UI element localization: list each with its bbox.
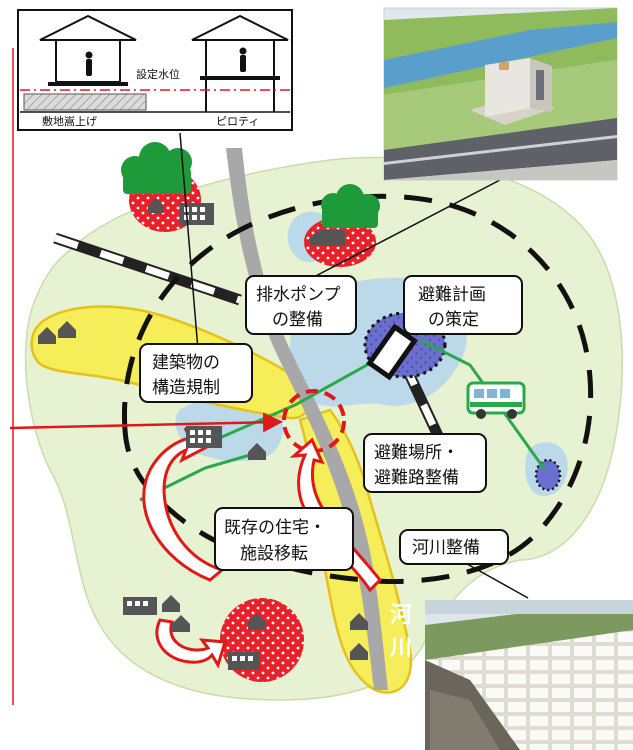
callout-relocation-line1: 既存の住宅・ <box>224 518 326 538</box>
callout-river-works-text: 河川整備 <box>412 538 480 558</box>
callout-building-line1: 建築物の <box>152 353 220 373</box>
tree-cluster-middle <box>321 184 380 228</box>
callout-evac-plan <box>403 275 523 335</box>
callout-shelter-line1: 避難場所・ <box>374 443 459 463</box>
water-level-label: 設定水位 <box>136 67 180 81</box>
callout-evac-plan-line2: の策定 <box>428 310 479 330</box>
pointer-arrow <box>9 412 283 433</box>
callout-pump-line1: 排水ポンプ <box>256 285 341 305</box>
callout-evac-plan-line1: 避難計画 <box>418 285 486 305</box>
callout-shelter-line2: 避難路整備 <box>374 468 459 488</box>
building-icons <box>123 203 345 670</box>
building-structure-inset <box>17 9 293 131</box>
leader-lines <box>179 132 529 599</box>
pump-station-photo <box>383 7 618 181</box>
relocation-arrows <box>142 426 383 669</box>
pump-station-icon <box>366 323 418 381</box>
callout-pump <box>245 275 357 335</box>
river-label-1: 河 <box>390 603 412 628</box>
river-embankment-photo <box>425 600 633 750</box>
bus-icon <box>466 381 526 419</box>
callout-building-line2: 構造規制 <box>152 378 220 398</box>
callout-pump-line2: の整備 <box>272 310 323 330</box>
callout-relocation <box>214 507 354 571</box>
tree-cluster-top <box>121 142 192 194</box>
callout-relocation-line2: 施設移転 <box>240 544 308 564</box>
callout-building <box>139 343 253 403</box>
raised-ground-label: 敷地嵩上げ <box>42 114 97 128</box>
callout-shelter <box>363 433 487 493</box>
piloti-label: ピロティ <box>216 115 259 128</box>
callout-river-works <box>399 529 509 565</box>
road <box>226 148 388 690</box>
river-label-2: 川 <box>389 636 412 661</box>
